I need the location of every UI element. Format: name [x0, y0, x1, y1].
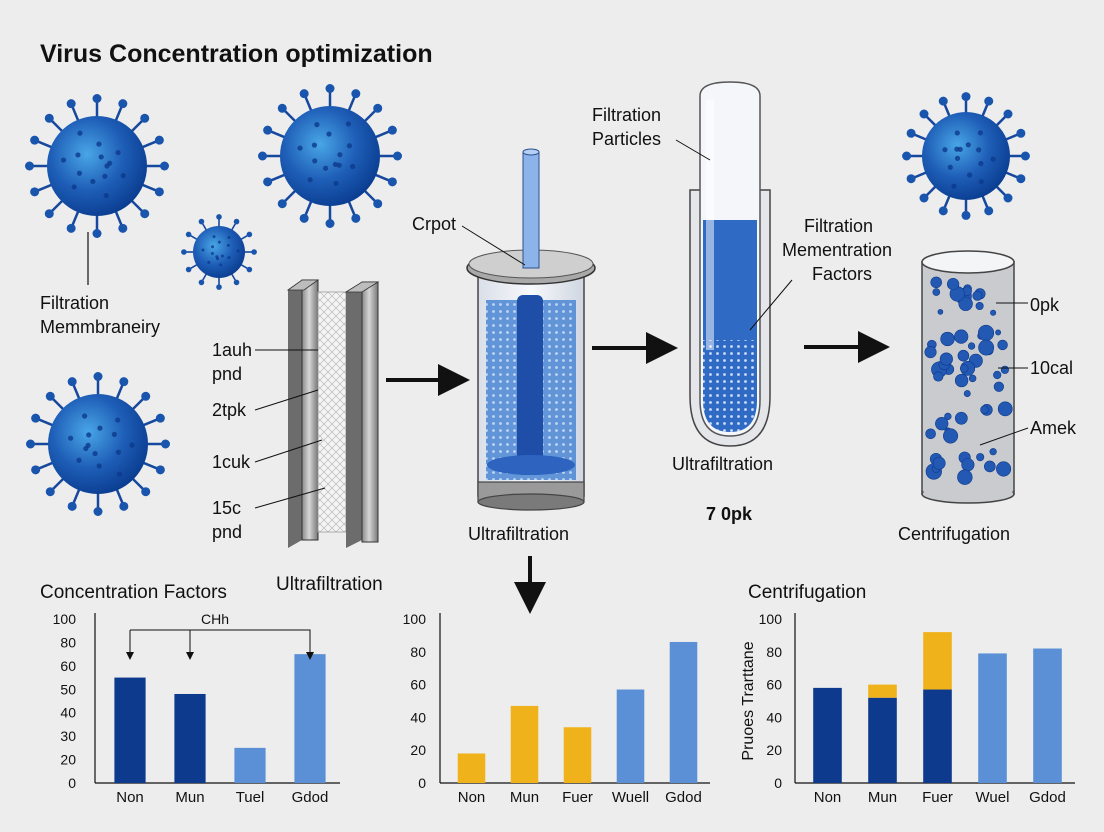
- centrifuge-cylinder: [921, 250, 1015, 504]
- cylinder-label-10cal: 10cal: [1030, 358, 1073, 378]
- membrane-label-line-2: Memmbraneiry: [40, 317, 160, 337]
- y-tick-label: 0: [774, 775, 782, 791]
- y-tick-label: 100: [53, 611, 77, 627]
- y-tick-label: 60: [410, 677, 426, 693]
- layer-label-4a: 15c: [212, 498, 241, 518]
- virus-particle: [181, 214, 257, 290]
- layer-label-1a: 1auh: [212, 340, 252, 360]
- crpot-label: Crpot: [412, 214, 456, 234]
- bar: [174, 693, 206, 783]
- bar-segment: [923, 632, 952, 690]
- y-tick-label: 100: [403, 611, 427, 627]
- mementration-label-2: Mementration: [782, 240, 892, 260]
- layer-label-4b: pnd: [212, 522, 242, 542]
- ultrafiltration-vessel-caption: Ultrafiltration: [468, 524, 569, 544]
- x-tick-label: Fuer: [922, 789, 953, 806]
- x-tick-label: Mun: [510, 789, 539, 806]
- x-tick-label: Fuer: [562, 789, 593, 806]
- layer-label-2: 2tpk: [212, 400, 247, 420]
- layer-label-3: 1cuk: [212, 452, 251, 472]
- x-tick-label: Gdod: [1029, 789, 1066, 806]
- chart-title: Centrifugation: [748, 582, 866, 603]
- y-tick-label: 80: [410, 644, 426, 660]
- bar-segment: [868, 684, 897, 698]
- bar: [510, 705, 539, 783]
- y-tick-label: 20: [766, 742, 782, 758]
- bar: [669, 641, 698, 783]
- x-tick-label: Gdod: [292, 789, 329, 806]
- virus-particle: [902, 92, 1030, 220]
- bar: [294, 654, 326, 783]
- y-axis-label: Pruoes Trarttane: [740, 641, 757, 760]
- x-tick-label: Wuell: [612, 789, 649, 806]
- x-tick-label: Mun: [175, 789, 204, 806]
- bar-segment: [868, 697, 897, 783]
- ultrafiltration-tube-caption: Ultrafiltration: [672, 454, 773, 474]
- bar: [457, 753, 486, 783]
- centrifugation-caption: Centrifugation: [898, 524, 1010, 544]
- bar-segment: [1033, 648, 1062, 783]
- y-tick-label: 0: [68, 775, 76, 791]
- chart-title: Concentration Factors: [40, 582, 227, 603]
- crpot-leader: [461, 225, 526, 266]
- y-tick-label: 40: [410, 709, 426, 725]
- bar-segment: [978, 653, 1007, 783]
- y-tick-label: 0: [418, 775, 426, 791]
- ultrafiltration-membrane-caption: Ultrafiltration: [276, 574, 383, 595]
- y-tick-label: 30: [60, 728, 76, 744]
- bar-segment: [813, 687, 842, 783]
- virus-particle: [258, 84, 402, 228]
- filtration-particles-label-1: Filtration: [592, 105, 661, 125]
- cylinder-label-0pk: 0pk: [1030, 295, 1060, 315]
- membrane-layer-labels: 1auh pnd 2tpk 1cuk 15c pnd: [212, 340, 326, 542]
- y-tick-label: 60: [766, 677, 782, 693]
- x-tick-label: Non: [116, 789, 144, 806]
- y-tick-label: 20: [410, 742, 426, 758]
- mementration-label-3: Factors: [812, 264, 872, 284]
- x-tick-label: Mun: [868, 789, 897, 806]
- bar-segment: [923, 689, 952, 783]
- y-tick-label: 20: [60, 752, 76, 768]
- filtration-membrane: [286, 279, 380, 548]
- y-tick-label: 60: [60, 658, 76, 674]
- virus-particle: [25, 94, 169, 238]
- mementration-label-1: Filtration: [804, 216, 873, 236]
- virus-particle: [26, 372, 170, 516]
- virus-group: [25, 84, 1030, 516]
- x-tick-label: Non: [458, 789, 486, 806]
- x-tick-label: Non: [814, 789, 842, 806]
- mementration-leader: [749, 279, 793, 331]
- cylinder-label-amek: Amek: [1030, 418, 1077, 438]
- y-tick-label: 50: [60, 681, 76, 697]
- test-tube: [689, 81, 771, 447]
- filtration-particles-label-2: Particles: [592, 129, 661, 149]
- bar: [234, 747, 266, 783]
- y-tick-label: 40: [766, 709, 782, 725]
- y-tick-label: 80: [60, 634, 76, 650]
- y-tick-label: 80: [766, 644, 782, 660]
- ultrafiltration-vessel: [466, 148, 596, 511]
- x-tick-label: Tuel: [236, 789, 265, 806]
- chart-annotation: CHh: [201, 611, 229, 627]
- tube-value-label: 7 0pk: [706, 504, 753, 524]
- filtration-particles-leader: [675, 139, 711, 161]
- chart-concentration-factors: Concentration Factors 0 20 30 40 50 60 80 100Non…: [40, 582, 340, 806]
- x-tick-label: Gdod: [665, 789, 702, 806]
- bar: [114, 677, 146, 783]
- y-tick-label: 40: [60, 705, 76, 721]
- x-tick-label: Wuel: [976, 789, 1010, 806]
- bar: [563, 727, 592, 783]
- bar: [616, 689, 645, 783]
- layer-label-1b: pnd: [212, 364, 242, 384]
- y-tick-label: 100: [759, 611, 783, 627]
- membrane-label-line-1: Filtration: [40, 293, 109, 313]
- page-title: Virus Concentration optimization: [40, 40, 433, 68]
